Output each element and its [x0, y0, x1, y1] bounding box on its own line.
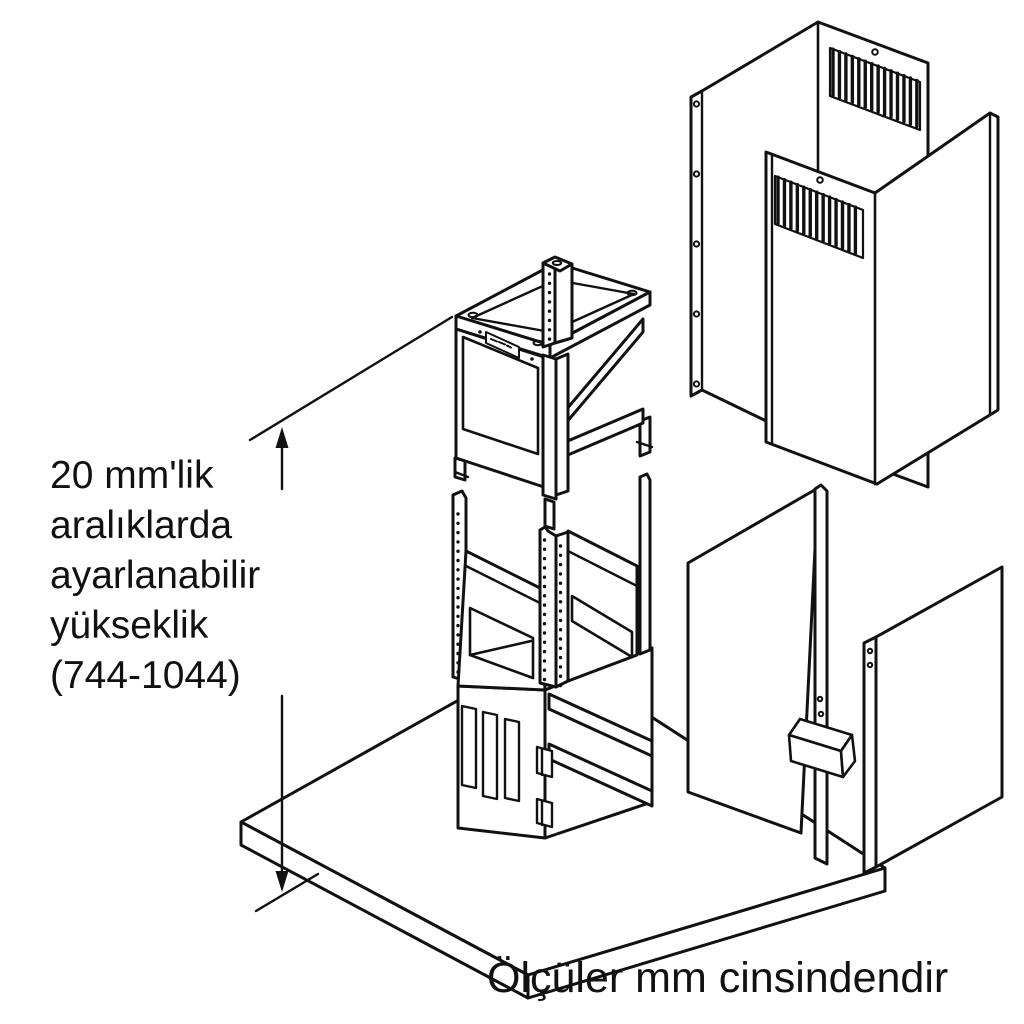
screw-hole [819, 712, 823, 716]
adjustment-holes [547, 272, 552, 341]
annotation-line: ayarlanabilir [50, 554, 261, 597]
cover-panel [688, 488, 818, 833]
annotation-line: (744-1044) [50, 654, 241, 697]
top-ring-inner-edge [472, 280, 634, 332]
hood-vent-slot [462, 706, 476, 788]
lower-frame-diagonal-brace [470, 641, 531, 655]
lower-frame-front-post-left [540, 527, 556, 687]
screw-dot [530, 357, 534, 361]
screw-hole [868, 663, 872, 667]
lower-frame-right-bar [640, 474, 650, 654]
vent-grille-slats [778, 177, 855, 253]
annotation-line: yükseklik [50, 604, 209, 647]
vent-grille-slats [833, 49, 917, 126]
lower-frame-right-window [572, 596, 632, 657]
chimney-cover-lower-right [864, 567, 1002, 873]
hood-hook-tab [537, 747, 552, 777]
perforated-post [543, 257, 572, 347]
canopy-front-right-edge [528, 868, 885, 998]
screw-hole [469, 313, 478, 317]
tower-front-post [543, 354, 568, 529]
screw-hole [628, 291, 637, 295]
screw-hole [818, 697, 822, 701]
mounting-bar [815, 485, 827, 864]
lower-frame-left-window [470, 608, 533, 678]
height-adjustment-holes [456, 512, 563, 688]
telescopic-tongue [545, 499, 554, 529]
units-note: Ölçüler mm cinsindendir [487, 954, 949, 1002]
hanger-hole [872, 49, 878, 55]
dimension-marks [250, 317, 452, 911]
tower-left-window [463, 337, 538, 454]
post-top-slot [553, 261, 561, 265]
hanger-hole [817, 177, 823, 183]
rating-label [478, 330, 534, 361]
tower-legs [455, 417, 652, 480]
vent-grille-frame [775, 176, 863, 258]
annotation-line: 20 mm'lik [50, 454, 214, 497]
hood-hook-tab [537, 799, 552, 827]
upper-frame-tower [455, 257, 652, 529]
support-shelf [789, 719, 855, 777]
flange-screw-holes [694, 101, 699, 386]
top-ring-right-side [550, 292, 650, 358]
extension-line-bottom [256, 874, 318, 911]
hood-mounting-rail [549, 694, 652, 756]
chimney-cover-upper-front [766, 113, 998, 484]
height-annotation: 20 mm'lik aralıklarda ayarlanabilir yüks… [50, 451, 260, 701]
dimension-arrow-up-head [275, 427, 289, 448]
hood-vent-slot [505, 719, 519, 801]
tower-left-leg [455, 458, 465, 480]
extension-line-top [250, 317, 452, 440]
screw-hole [868, 649, 872, 653]
lower-frame-section [453, 474, 650, 690]
screw-dot [478, 330, 482, 334]
edge-flange [864, 637, 876, 873]
cover-panel [876, 567, 1002, 867]
dimension-arrow-down-head [275, 871, 289, 892]
annotation-line: aralıklarda [50, 504, 233, 547]
hood-vent-slot [483, 712, 497, 799]
chimney-cover-lower-left [688, 485, 855, 864]
